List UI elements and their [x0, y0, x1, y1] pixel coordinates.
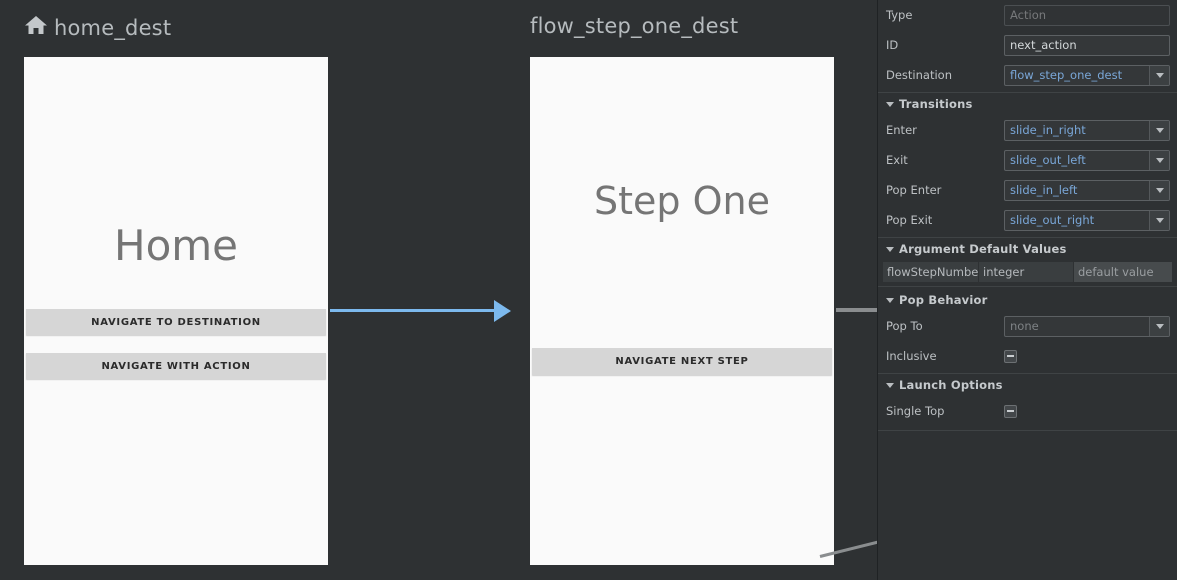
destination-dropdown-value: flow_step_one_dest: [1010, 68, 1123, 82]
chevron-down-icon[interactable]: [1149, 210, 1169, 230]
destination-name: home_dest: [54, 15, 172, 40]
destination-card-flow-step-one-dest[interactable]: Step One NAVIGATE NEXT STEP: [530, 57, 834, 565]
row-type: Type Action: [878, 0, 1177, 30]
pop-to-value: none: [1010, 319, 1039, 333]
chevron-down-icon[interactable]: [1149, 316, 1169, 336]
triangle-down-icon: [886, 297, 894, 303]
row-pop-exit: Pop Exit slide_out_right: [878, 205, 1177, 235]
label-destination: Destination: [886, 68, 952, 82]
row-pop-enter: Pop Enter slide_in_left: [878, 175, 1177, 205]
home-icon: [24, 14, 48, 41]
argument-default-value-cell[interactable]: default value: [1074, 262, 1172, 282]
section-transitions[interactable]: Transitions: [878, 92, 1177, 115]
label-pop-to: Pop To: [886, 319, 923, 333]
destination-name: flow_step_one_dest: [530, 14, 739, 38]
destination-card-home-dest[interactable]: Home NAVIGATE TO DESTINATION NAVIGATE WI…: [24, 57, 328, 565]
home-button-group: NAVIGATE TO DESTINATION NAVIGATE WITH AC…: [24, 309, 328, 379]
label-inclusive: Inclusive: [886, 349, 937, 363]
pop-exit-transition-dropdown[interactable]: slide_out_right: [1004, 209, 1170, 231]
section-title-transitions: Transitions: [899, 97, 973, 111]
type-field: Action: [1004, 4, 1170, 26]
destination-label-flow-step-one-dest[interactable]: flow_step_one_dest: [530, 14, 738, 38]
screen-title-step-one: Step One: [594, 179, 770, 223]
section-title-launch-options: Launch Options: [899, 378, 1003, 392]
section-pop-behavior[interactable]: Pop Behavior: [878, 289, 1177, 311]
attributes-inspector-panel[interactable]: Type Action ID next_action Destination f…: [877, 0, 1177, 580]
row-destination: Destination flow_step_one_dest: [878, 60, 1177, 90]
enter-transition-value: slide_in_right: [1010, 123, 1086, 137]
destination-label-home-dest[interactable]: home_dest: [24, 14, 171, 41]
single-top-checkbox[interactable]: [1004, 404, 1017, 418]
argument-type-cell[interactable]: integer: [979, 262, 1074, 282]
row-exit: Exit slide_out_left: [878, 145, 1177, 175]
chevron-down-icon[interactable]: [1149, 150, 1169, 170]
id-input[interactable]: next_action: [1004, 34, 1170, 56]
label-exit: Exit: [886, 153, 908, 167]
action-connector-line[interactable]: [330, 309, 495, 312]
chevron-down-icon[interactable]: [1149, 120, 1169, 140]
section-launch-options[interactable]: Launch Options: [878, 373, 1177, 396]
label-pop-enter: Pop Enter: [886, 183, 942, 197]
navigate-to-destination-button[interactable]: NAVIGATE TO DESTINATION: [26, 309, 326, 335]
navigate-with-action-button[interactable]: NAVIGATE WITH ACTION: [26, 353, 326, 379]
row-inclusive: Inclusive: [878, 341, 1177, 371]
step-one-button-group: NAVIGATE NEXT STEP: [530, 348, 834, 375]
label-single-top: Single Top: [886, 404, 945, 418]
section-argument-default-values[interactable]: Argument Default Values: [878, 237, 1177, 260]
section-title-argument-default-values: Argument Default Values: [899, 242, 1067, 256]
navigation-graph-canvas[interactable]: home_dest Home NAVIGATE TO DESTINATION N…: [0, 0, 877, 580]
destination-dropdown[interactable]: flow_step_one_dest: [1004, 64, 1170, 86]
navigate-next-step-button[interactable]: NAVIGATE NEXT STEP: [532, 348, 832, 375]
triangle-down-icon: [886, 382, 894, 388]
screen-title-home: Home: [113, 221, 239, 270]
row-single-top: Single Top: [878, 396, 1177, 426]
outgoing-connector-line[interactable]: [836, 308, 877, 312]
triangle-down-icon: [886, 246, 894, 252]
label-pop-exit: Pop Exit: [886, 213, 933, 227]
label-type: Type: [886, 8, 913, 22]
row-pop-to: Pop To none: [878, 311, 1177, 341]
inclusive-checkbox[interactable]: [1004, 349, 1017, 363]
argument-section-divider: [878, 286, 1177, 287]
label-id: ID: [886, 38, 899, 52]
pop-to-dropdown[interactable]: none: [1004, 315, 1170, 337]
row-enter: Enter slide_in_right: [878, 115, 1177, 145]
section-title-pop-behavior: Pop Behavior: [899, 293, 988, 307]
pop-enter-transition-value: slide_in_left: [1010, 183, 1078, 197]
action-connector-arrowhead: [494, 300, 511, 322]
chevron-down-icon[interactable]: [1149, 65, 1169, 85]
exit-transition-dropdown[interactable]: slide_out_left: [1004, 149, 1170, 171]
enter-transition-dropdown[interactable]: slide_in_right: [1004, 119, 1170, 141]
chevron-down-icon[interactable]: [1149, 180, 1169, 200]
launch-options-divider: [878, 430, 1177, 431]
label-enter: Enter: [886, 123, 917, 137]
exit-transition-value: slide_out_left: [1010, 153, 1086, 167]
triangle-down-icon: [886, 101, 894, 107]
pop-enter-transition-dropdown[interactable]: slide_in_left: [1004, 179, 1170, 201]
pop-exit-transition-value: slide_out_right: [1010, 213, 1095, 227]
argument-name-cell[interactable]: flowStepNumbe: [883, 262, 979, 282]
argument-row[interactable]: flowStepNumbe integer default value: [883, 262, 1172, 282]
row-id: ID next_action: [878, 30, 1177, 60]
